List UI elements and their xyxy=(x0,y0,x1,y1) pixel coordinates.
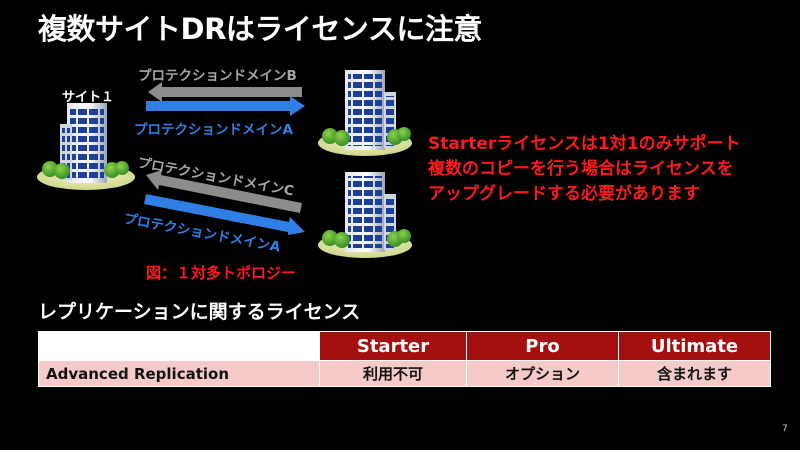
cell-ultimate: 含まれます xyxy=(618,360,771,387)
figure-caption: 図：１対多トポロジー xyxy=(146,264,297,282)
link-label-b: プロテクションドメインB xyxy=(138,68,297,84)
arrow-left-gray-icon xyxy=(148,82,302,102)
table-header-row: Starter Pro Ultimate xyxy=(38,331,771,361)
license-note: Starterライセンスは1対1のみサポート 複数のコピーを行う場合はライセンス… xyxy=(428,132,741,207)
column-header-starter: Starter xyxy=(319,331,467,361)
column-header-pro: Pro xyxy=(466,331,619,361)
site-label: サイト１ xyxy=(62,90,115,105)
page-number: 7 xyxy=(782,424,788,434)
cell-starter: 利用不可 xyxy=(319,360,467,387)
arrow-right-blue-diagonal-icon xyxy=(144,194,305,235)
row-name-cell: Advanced Replication xyxy=(38,360,320,387)
arrow-right-blue-icon xyxy=(146,96,305,116)
column-header-ultimate: Ultimate xyxy=(618,331,771,361)
arrow-left-gray-diagonal-icon xyxy=(146,170,302,213)
building-icon-site1 xyxy=(37,103,135,190)
license-table-heading: レプリケーションに関するライセンス xyxy=(38,301,361,323)
table-row: Advanced Replication 利用不可 オプション 含まれます xyxy=(38,360,771,387)
license-note-line: Starterライセンスは1対1のみサポート xyxy=(428,134,741,154)
table-corner-cell xyxy=(38,331,320,361)
slide-title: 複数サイトDRはライセンスに注意 xyxy=(38,12,482,46)
link-label-a-top: プロテクションドメインA xyxy=(134,122,293,138)
building-icon-target-b xyxy=(318,70,412,156)
building-icon-target-c xyxy=(318,172,412,258)
cell-pro: オプション xyxy=(466,360,619,387)
license-table: Starter Pro Ultimate Advanced Replicatio… xyxy=(38,331,771,387)
license-note-line: アップグレードする必要があります xyxy=(428,184,700,204)
license-note-line: 複数のコピーを行う場合はライセンスを xyxy=(428,159,734,179)
